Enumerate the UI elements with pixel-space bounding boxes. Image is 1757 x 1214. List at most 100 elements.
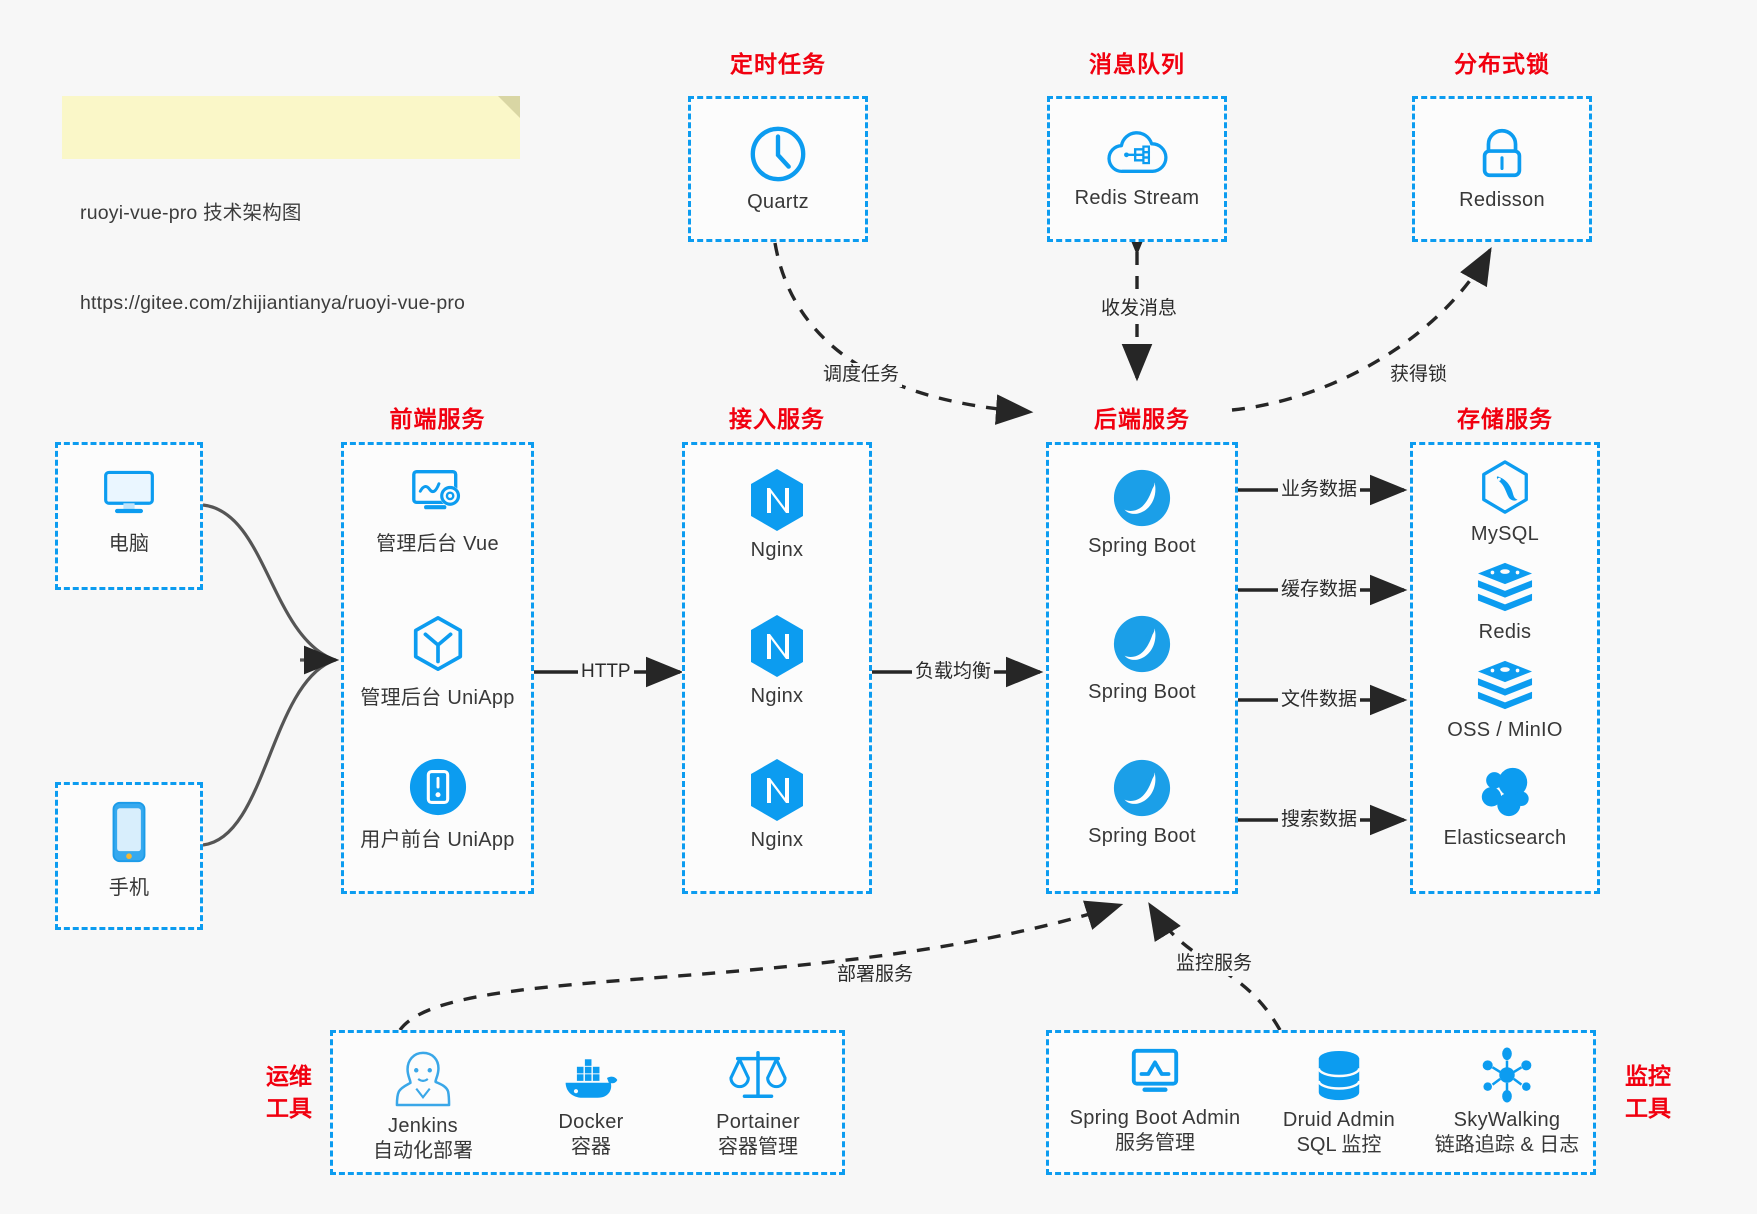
node-spring-boot-2[interactable]: Spring Boot: [1049, 613, 1235, 704]
node-label: 电脑: [108, 533, 150, 555]
node-spring-boot-admin[interactable]: Spring Boot Admin 服务管理: [1055, 1047, 1255, 1156]
jenkins-butler-icon: [395, 1051, 451, 1107]
edge-label-file-data: 文件数据: [1278, 688, 1361, 712]
group-box-monitor: Spring Boot Admin 服务管理 Druid Admin SQL 监…: [1046, 1030, 1596, 1175]
node-label: Spring Boot: [1088, 681, 1196, 703]
group-title-monitor-line2: 工具: [1625, 1095, 1671, 1121]
node-sublabel: 容器管理: [718, 1136, 798, 1158]
mobile-icon: [112, 801, 146, 863]
node-spring-boot-1[interactable]: Spring Boot: [1049, 467, 1235, 558]
node-spring-boot-3[interactable]: Spring Boot: [1049, 757, 1235, 848]
clock-icon: [750, 126, 806, 182]
group-box-storage: MySQL Redis OSS / MinIO: [1410, 442, 1600, 894]
node-label: Redis: [1478, 621, 1532, 643]
node-nginx-3[interactable]: Nginx: [685, 757, 869, 852]
node-sublabel: SQL 监控: [1296, 1134, 1382, 1156]
node-mobile[interactable]: 手机: [58, 799, 200, 900]
node-label: Nginx: [750, 829, 804, 851]
group-title-gateway: 接入服务: [729, 406, 825, 432]
node-elasticsearch[interactable]: Elasticsearch: [1413, 763, 1597, 850]
elasticsearch-icon: [1481, 767, 1529, 817]
spring-leaf-icon: [1113, 615, 1171, 673]
node-jenkins[interactable]: Jenkins 自动化部署: [343, 1047, 503, 1164]
node-label: Portainer: [716, 1111, 800, 1133]
node-label: Nginx: [750, 685, 804, 707]
cloud-stream-icon: [1107, 131, 1168, 173]
node-label: 管理后台 Vue: [376, 533, 499, 555]
edge-label-send-receive-message: 收发消息: [1098, 297, 1181, 321]
node-sublabel: 容器: [571, 1136, 611, 1158]
node-user-uniapp[interactable]: 用户前台 UniApp: [344, 757, 531, 852]
node-label: MySQL: [1470, 523, 1540, 545]
group-title-monitor: 监控 工具: [1617, 1060, 1679, 1124]
node-oss-minio[interactable]: OSS / MinIO: [1413, 657, 1597, 742]
node-quartz[interactable]: Quartz: [691, 123, 865, 214]
group-box-mq: Redis Stream: [1047, 96, 1227, 242]
skywalking-icon: [1482, 1047, 1532, 1103]
edge-label-business-data: 业务数据: [1278, 478, 1361, 502]
node-label: SkyWalking: [1453, 1109, 1561, 1131]
group-box-client-desktop: 电脑: [55, 442, 203, 590]
node-label: Redisson: [1459, 189, 1545, 211]
node-druid-admin[interactable]: Druid Admin SQL 监控: [1249, 1049, 1429, 1158]
node-label: Elasticsearch: [1443, 827, 1567, 849]
node-redis[interactable]: Redis: [1413, 559, 1597, 644]
node-nginx-1[interactable]: Nginx: [685, 467, 869, 562]
node-label: Docker: [558, 1111, 624, 1133]
nginx-icon: [751, 469, 803, 531]
group-box-client-mobile: 手机: [55, 782, 203, 930]
desktop-icon: [104, 470, 154, 514]
diagram-note: ruoyi-vue-pro 技术架构图 https://gitee.com/zh…: [62, 96, 520, 314]
monitor-chart-icon: [1131, 1048, 1179, 1092]
edge-label-acquire-lock: 获得锁: [1387, 363, 1451, 387]
node-redisson[interactable]: Redisson: [1415, 123, 1589, 212]
group-box-frontend: 管理后台 Vue 管理后台 UniApp 用户前台 UniApp: [341, 442, 534, 894]
node-label: Nginx: [750, 539, 804, 561]
node-portainer[interactable]: Portainer 容器管理: [678, 1047, 838, 1160]
edge-label-schedule-task: 调度任务: [820, 363, 903, 387]
spring-leaf-icon: [1113, 469, 1171, 527]
node-sublabel: 服务管理: [1115, 1132, 1195, 1154]
node-label: 管理后台 UniApp: [360, 687, 515, 709]
group-title-devops-line1: 运维: [266, 1063, 312, 1089]
group-box-gateway: Nginx Nginx Nginx: [682, 442, 872, 894]
group-box-backend: Spring Boot Spring Boot Spring Boot: [1046, 442, 1238, 894]
group-title-lock: 分布式锁: [1454, 51, 1550, 77]
node-docker[interactable]: Docker 容器: [511, 1053, 671, 1160]
node-label: 用户前台 UniApp: [360, 829, 515, 851]
node-sublabel: 自动化部署: [373, 1140, 473, 1162]
redis-stack-icon: [1477, 660, 1533, 710]
edge-label-load-balance: 负载均衡: [912, 660, 995, 684]
redis-stack-icon: [1477, 562, 1533, 612]
spring-leaf-icon: [1113, 759, 1171, 817]
group-title-scheduler: 定时任务: [730, 51, 826, 77]
group-title-devops: 运维 工具: [258, 1060, 320, 1124]
group-title-frontend: 前端服务: [389, 406, 486, 432]
group-title-devops-line2: 工具: [266, 1095, 312, 1121]
group-title-storage: 存储服务: [1457, 406, 1553, 432]
edge-label-http: HTTP: [578, 660, 634, 684]
node-label: 手机: [108, 877, 150, 899]
group-box-devops: Jenkins 自动化部署 Docker 容器: [330, 1030, 845, 1175]
node-label: Druid Admin: [1282, 1109, 1396, 1131]
database-icon: [1317, 1050, 1361, 1101]
group-box-lock: Redisson: [1412, 96, 1592, 242]
node-nginx-2[interactable]: Nginx: [685, 613, 869, 708]
node-admin-uniapp[interactable]: 管理后台 UniApp: [344, 613, 531, 710]
node-label: Jenkins: [388, 1115, 458, 1137]
cube-icon: [413, 616, 462, 672]
nginx-icon: [751, 615, 803, 677]
node-label: Spring Boot: [1088, 535, 1196, 557]
node-mysql[interactable]: MySQL: [1413, 459, 1597, 546]
node-redis-stream[interactable]: Redis Stream: [1050, 125, 1224, 210]
group-title-monitor-line1: 监控: [1625, 1063, 1671, 1089]
node-desktop[interactable]: 电脑: [58, 465, 200, 556]
node-label: Quartz: [747, 191, 809, 213]
monitor-gear-icon: [411, 469, 460, 510]
note-url: https://gitee.com/zhijiantianya/ruoyi-vu…: [80, 292, 466, 314]
node-skywalking[interactable]: SkyWalking 链路追踪 & 日志: [1417, 1047, 1597, 1158]
node-admin-vue[interactable]: 管理后台 Vue: [344, 467, 531, 556]
group-title-mq: 消息队列: [1089, 51, 1185, 77]
node-sublabel: 链路追踪 & 日志: [1434, 1134, 1580, 1156]
note-title: ruoyi-vue-pro 技术架构图: [80, 202, 302, 224]
